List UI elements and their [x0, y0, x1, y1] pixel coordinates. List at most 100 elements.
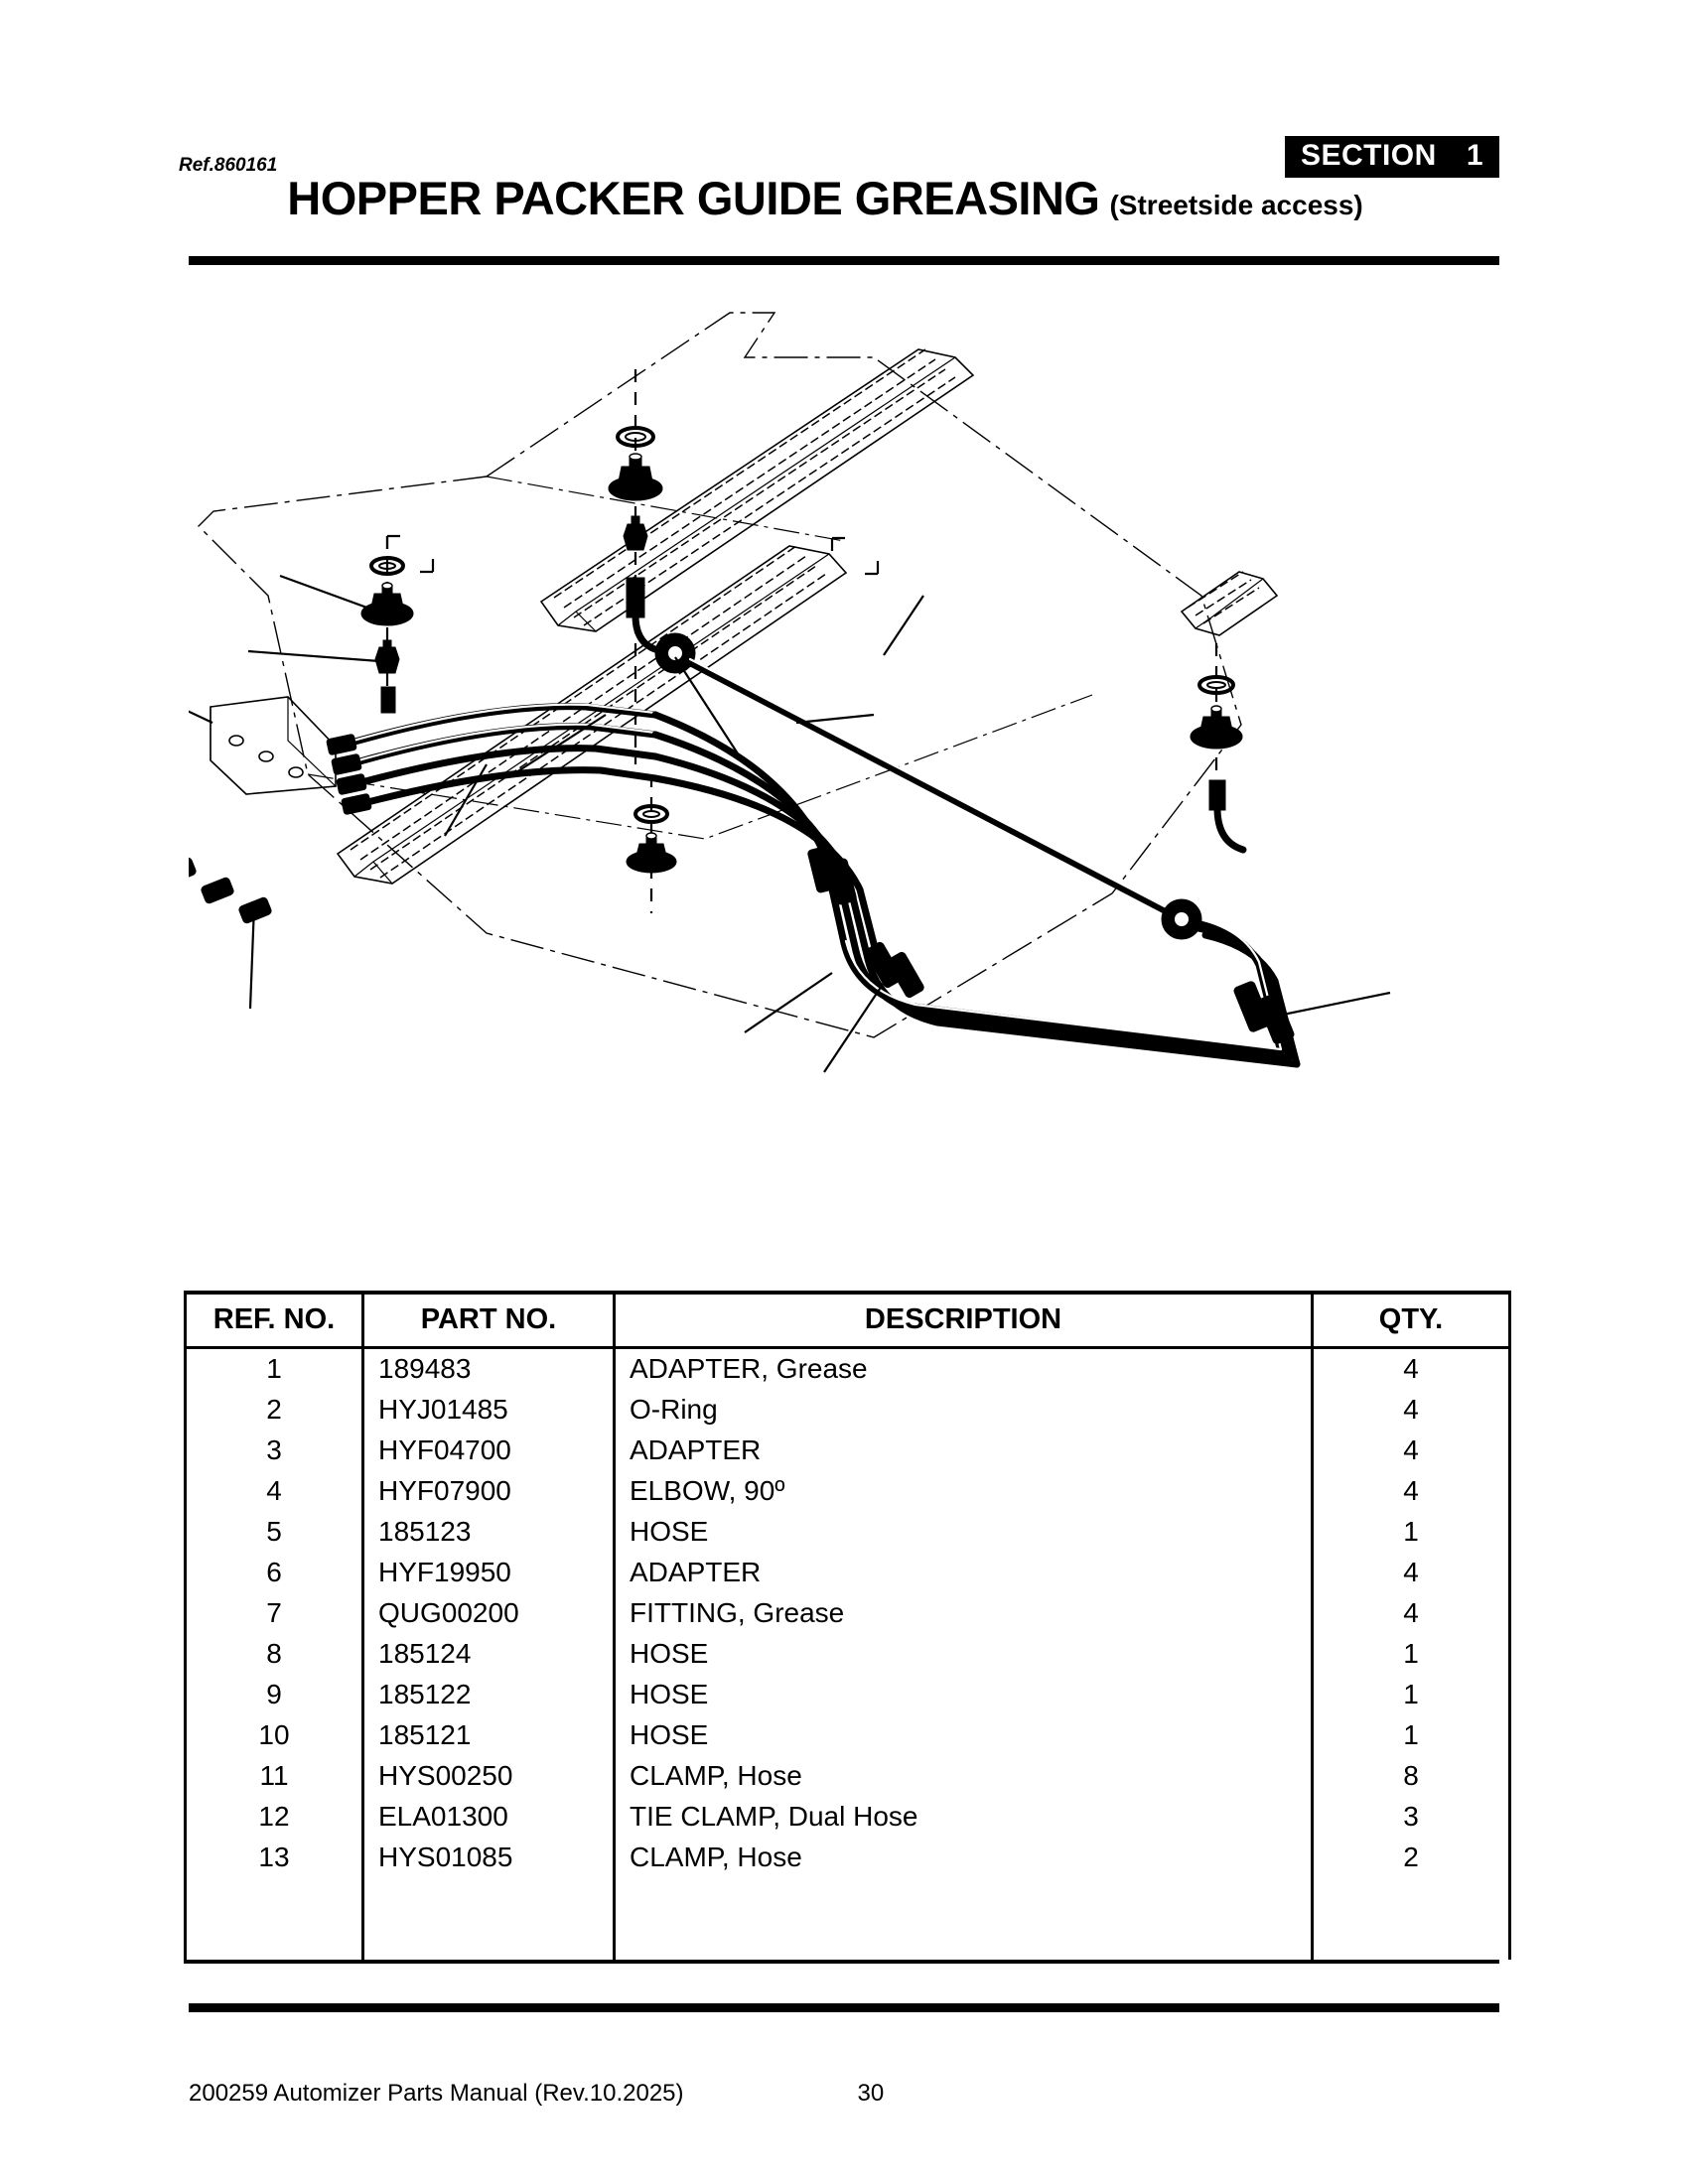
table-row: 7 QUG00200 FITTING, Grease 4	[184, 1593, 1511, 1634]
cell-description: O-Ring	[613, 1390, 1314, 1431]
o-ring-left	[369, 556, 405, 576]
table-row: 10 185121 HOSE 1	[184, 1715, 1511, 1756]
cell-part: 189483	[361, 1346, 616, 1390]
cell-qty: 1	[1311, 1675, 1511, 1715]
fitting-stack-bottom-center	[626, 774, 677, 913]
tie-clamp-bottom-mid	[865, 941, 924, 999]
cell-qty: 8	[1311, 1756, 1511, 1797]
rail-stub-right	[1180, 571, 1279, 636]
adapter-top	[623, 515, 648, 551]
cell-ref: 10	[184, 1715, 364, 1756]
cell-part: 185122	[361, 1675, 616, 1715]
cell-qty: 1	[1311, 1512, 1511, 1553]
cell-part: 185123	[361, 1512, 616, 1553]
cell-description: HOSE	[613, 1512, 1314, 1553]
cell-qty: 4	[1311, 1593, 1511, 1634]
filler-cell	[1311, 1919, 1511, 1960]
page-title: HOPPER PACKER GUIDE GREASING	[287, 172, 1100, 224]
cell-ref: 5	[184, 1512, 364, 1553]
parts-table: REF. NO. PART NO. DESCRIPTION QTY. 1 189…	[184, 1291, 1511, 1960]
footer-page-number: 30	[857, 2080, 885, 2107]
tie-clamp-bottom-left	[807, 846, 857, 905]
column-header-ref: REF. NO.	[184, 1291, 364, 1349]
cell-description: TIE CLAMP, Dual Hose	[613, 1797, 1314, 1838]
cell-description: HOSE	[613, 1675, 1314, 1715]
filler-cell	[1311, 1878, 1511, 1919]
cell-part: HYF04700	[361, 1431, 616, 1471]
table-header-row: REF. NO. PART NO. DESCRIPTION QTY.	[184, 1291, 1511, 1349]
cell-ref: 4	[184, 1471, 364, 1512]
hose-run-right	[1161, 898, 1391, 1068]
cell-description: ADAPTER	[613, 1553, 1314, 1593]
hose-run-center	[683, 657, 1186, 923]
cell-qty: 1	[1311, 1715, 1511, 1756]
filler-cell	[361, 1878, 616, 1919]
fitting-stack-top-center	[608, 369, 1186, 923]
adapter-left	[374, 639, 400, 674]
elbow-right	[1208, 779, 1247, 854]
title-line: Ref.860161HOPPER PACKER GUIDE GREASING (S…	[179, 155, 1499, 225]
table-row: 9 185122 HOSE 1	[184, 1675, 1511, 1715]
cell-qty: 4	[1311, 1431, 1511, 1471]
section-number: 1	[1466, 139, 1483, 172]
fitting-stack-right	[1190, 643, 1247, 854]
cell-description: ELBOW, 90º	[613, 1471, 1314, 1512]
hose-run-bottom	[651, 711, 1301, 1073]
page-subtitle: (Streetside access)	[1109, 190, 1363, 220]
cell-qty: 4	[1311, 1553, 1511, 1593]
cell-description: HOSE	[613, 1715, 1314, 1756]
cell-part: QUG00200	[361, 1593, 616, 1634]
table-row: 2 HYJ01485 O-Ring 4	[184, 1390, 1511, 1431]
cell-qty: 2	[1311, 1838, 1511, 1878]
table-row: 12 ELA01300 TIE CLAMP, Dual Hose 3	[184, 1797, 1511, 1838]
cell-ref: 6	[184, 1553, 364, 1593]
hose-bundle-left	[326, 703, 659, 815]
leader-lines	[444, 595, 924, 837]
filler-cell	[613, 1878, 1314, 1919]
elbow-left	[380, 686, 396, 714]
cell-qty: 3	[1311, 1797, 1511, 1838]
cell-ref: 12	[184, 1797, 364, 1838]
upper-guide-rail	[539, 348, 975, 632]
header-rule	[189, 256, 1499, 265]
o-ring-top	[616, 426, 655, 448]
cell-ref: 13	[184, 1838, 364, 1878]
cell-qty: 1	[1311, 1634, 1511, 1675]
parts-table-head: REF. NO. PART NO. DESCRIPTION QTY.	[184, 1291, 1511, 1349]
filler-cell	[361, 1919, 616, 1960]
cell-description: CLAMP, Hose	[613, 1756, 1314, 1797]
cell-ref: 8	[184, 1634, 364, 1675]
table-bottom-border	[184, 1960, 1499, 1964]
cell-part: ELA01300	[361, 1797, 616, 1838]
cell-part: 185124	[361, 1634, 616, 1675]
grease-bank-bracket	[189, 696, 337, 795]
cell-qty: 4	[1311, 1471, 1511, 1512]
cell-part: HYJ01485	[361, 1390, 616, 1431]
cell-ref: 9	[184, 1675, 364, 1715]
table-filler-row	[184, 1878, 1511, 1919]
fitting-stack-left	[247, 536, 414, 714]
filler-cell	[184, 1919, 364, 1960]
cell-ref: 2	[184, 1390, 364, 1431]
cell-ref: 3	[184, 1431, 364, 1471]
cell-ref: 11	[184, 1756, 364, 1797]
table-row: 5 185123 HOSE 1	[184, 1512, 1511, 1553]
ref-code: Ref.860161	[179, 155, 278, 176]
cell-description: CLAMP, Hose	[613, 1838, 1314, 1878]
cell-description: ADAPTER, Grease	[613, 1346, 1314, 1390]
cell-ref: 1	[184, 1346, 364, 1390]
grease-fitting-left	[360, 582, 414, 626]
cell-ref: 7	[184, 1593, 364, 1634]
cell-part: HYF19950	[361, 1553, 616, 1593]
table-row: 8 185124 HOSE 1	[184, 1634, 1511, 1675]
lower-guide-rail	[336, 545, 848, 885]
page-footer: 200259 Automizer Parts Manual (Rev.10.20…	[189, 2080, 1499, 2108]
table-row: 3 HYF04700 ADAPTER 4	[184, 1431, 1511, 1471]
table-row: 4 HYF07900 ELBOW, 90º 4	[184, 1471, 1511, 1512]
table-row: 6 HYF19950 ADAPTER 4	[184, 1553, 1511, 1593]
cell-part: HYS01085	[361, 1838, 616, 1878]
diagram-svg: .ph { fill:none; stroke:#000; stroke-wid…	[189, 312, 1391, 1073]
table-row: 11 HYS00250 CLAMP, Hose 8	[184, 1756, 1511, 1797]
